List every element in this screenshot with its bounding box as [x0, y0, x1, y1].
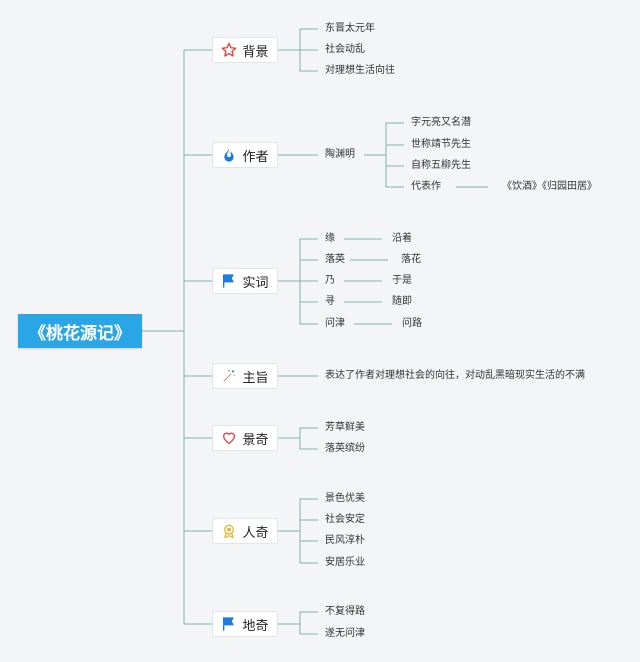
- magic-wand-icon: [221, 368, 237, 384]
- flag-icon: [221, 273, 237, 289]
- leaf-item: 民风淳朴: [325, 535, 365, 546]
- leaf-item: 对理想生活向往: [325, 65, 395, 76]
- word-term: 缘: [325, 233, 335, 244]
- works-item: 《饮酒》《归园田居》: [502, 181, 597, 192]
- medal-icon: [221, 523, 237, 539]
- branch-label: 主旨: [242, 370, 269, 386]
- leaf-item: 社会安定: [325, 514, 365, 525]
- theme-statement: 表达了作者对理想社会的向往，对动乱黑暗现实生活的不满: [325, 370, 585, 381]
- flame-icon: [221, 147, 237, 163]
- word-term: 落英: [325, 254, 345, 265]
- word-term: 问津: [325, 318, 345, 329]
- word-meaning: 随即: [392, 296, 412, 307]
- author-node: 陶渊明: [325, 149, 355, 160]
- leaf-item: 社会动乱: [325, 44, 365, 55]
- branch-vocabulary[interactable]: 实词: [212, 268, 278, 294]
- branch-label: 地奇: [242, 618, 269, 634]
- root-topic[interactable]: 《桃花源记》: [18, 314, 142, 348]
- branch-label: 景奇: [242, 432, 269, 448]
- word-term: 乃: [325, 275, 335, 286]
- branch-label: 实词: [242, 275, 269, 291]
- leaf-item: 自称五柳先生: [411, 160, 471, 171]
- heart-icon: [221, 430, 237, 446]
- branch-place[interactable]: 地奇: [212, 611, 278, 637]
- word-meaning: 落花: [401, 254, 421, 265]
- leaf-item: 芳草鲜美: [325, 422, 365, 433]
- word-meaning: 于是: [392, 275, 412, 286]
- star-icon: [221, 42, 237, 58]
- leaf-item: 东晋太元年: [325, 23, 375, 34]
- word-term: 寻: [325, 296, 335, 307]
- branch-people[interactable]: 人奇: [212, 518, 278, 544]
- word-meaning: 沿着: [392, 233, 412, 244]
- leaf-item: 代表作: [411, 181, 441, 192]
- leaf-item: 景色优美: [325, 493, 365, 504]
- word-meaning: 问路: [402, 318, 422, 329]
- branch-background[interactable]: 背景: [212, 37, 278, 63]
- branch-author[interactable]: 作者: [212, 142, 278, 168]
- leaf-item: 安居乐业: [325, 557, 365, 568]
- root-topic-label: 《桃花源记》: [29, 323, 131, 344]
- leaf-item: 字元亮又名潜: [411, 117, 471, 128]
- flag-icon: [221, 616, 237, 632]
- branch-theme[interactable]: 主旨: [212, 363, 278, 389]
- branch-label: 作者: [242, 149, 269, 165]
- leaf-item: 落英缤纷: [325, 443, 365, 454]
- leaf-item: 遂无问津: [325, 628, 365, 639]
- branch-scenery[interactable]: 景奇: [212, 425, 278, 451]
- branch-label: 背景: [242, 44, 269, 60]
- leaf-item: 世称靖节先生: [411, 139, 471, 150]
- leaf-item: 不复得路: [325, 606, 365, 617]
- branch-label: 人奇: [242, 525, 269, 541]
